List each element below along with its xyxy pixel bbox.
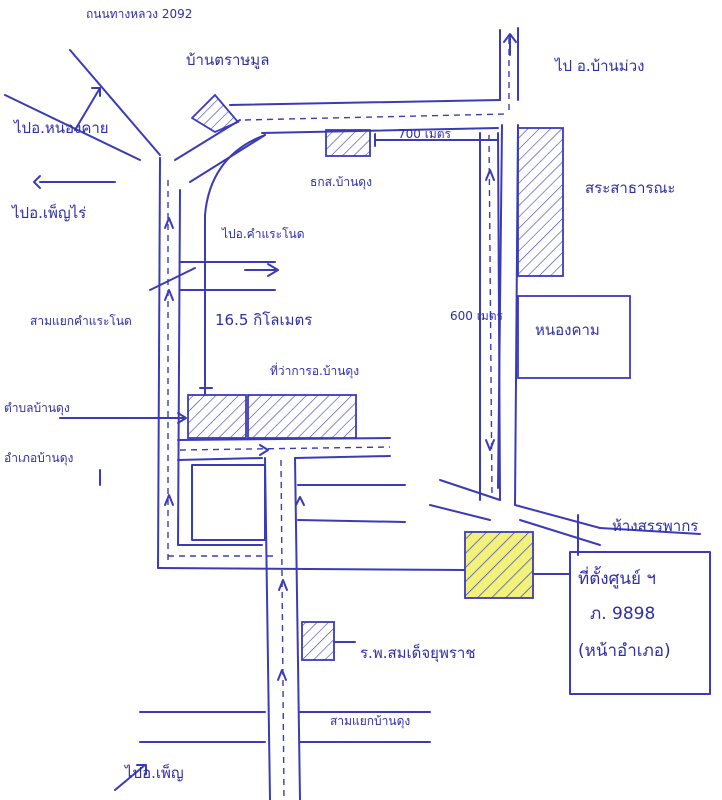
distance-markers (199, 133, 499, 391)
ban-dung-district-label: อำเภอบ้านดุง (4, 451, 74, 465)
to-ban-muang-label: ไป อ.บ้านม่วง (555, 57, 645, 75)
se-intersection (429, 479, 701, 546)
junction-kham-ta-label: สามแยกคำแระโนด (30, 314, 132, 328)
junction-ban-dung-label: สามแยกบ้านดุง (330, 714, 411, 728)
to-kham-ta-label: ไปอ.คำแระโนด (222, 227, 305, 241)
hospital-label: ร.พ.สมเด็จยุพราช (360, 644, 476, 662)
distance-700m-label: 700 เมตร (398, 127, 451, 141)
to-phen-label: ไปอ.เพ็ญ (125, 764, 184, 782)
distance-16-5km-label: 16.5 กิโลเมตร (215, 311, 313, 329)
to-nong-khai-label: ไปอ.หนองคาย (14, 119, 109, 137)
top-road-label: ถนนทางหลวง 2092 (86, 7, 193, 21)
market-label: ห้างสรรพากร (612, 517, 699, 535)
bk-ban-dung-label: ธกส.บ้านดุง (310, 175, 372, 189)
site-info-box (569, 551, 711, 695)
ban-tarai-mun-label: บ้านตราษมูล (186, 51, 270, 69)
ban-tarai-mun-lot (190, 93, 240, 134)
public-pond-lot (517, 127, 564, 277)
site-label-line2: ภ. 9898 (590, 604, 656, 624)
to-phon-phisai-label: ไปอ.เพ็ญไร่ (12, 204, 87, 222)
west-road (157, 134, 266, 569)
kham-ta-branch (179, 261, 279, 291)
ban-dung-subdistrict-label: ตำบลบ้านดุง (4, 401, 70, 415)
subdistrict-lot (187, 394, 247, 439)
site-label-line3: (หน้าอำเภอ) (578, 641, 671, 661)
marsh-lot (517, 295, 631, 379)
public-pond-label: สระสาธารณะ (585, 179, 676, 197)
site-lot (464, 531, 534, 599)
bk-lot (325, 129, 371, 157)
top-road (229, 27, 519, 134)
south-road (139, 457, 431, 800)
direction-arrows (164, 169, 495, 681)
district-office-label: ที่ว่าการอ.บ้านดุง (270, 364, 360, 378)
label-pointers (33, 33, 579, 791)
district-office-lot (247, 394, 357, 439)
site-label-line1: ที่ตั้งศูนย์ ฯ (578, 569, 656, 589)
distance-600m-label: 600 เมตร (450, 309, 503, 323)
hospital-lot (301, 621, 335, 661)
marsh-label: หนองคาม (535, 321, 600, 339)
nw-roads (4, 49, 266, 183)
middle-road (177, 389, 406, 523)
city-block (157, 464, 466, 571)
